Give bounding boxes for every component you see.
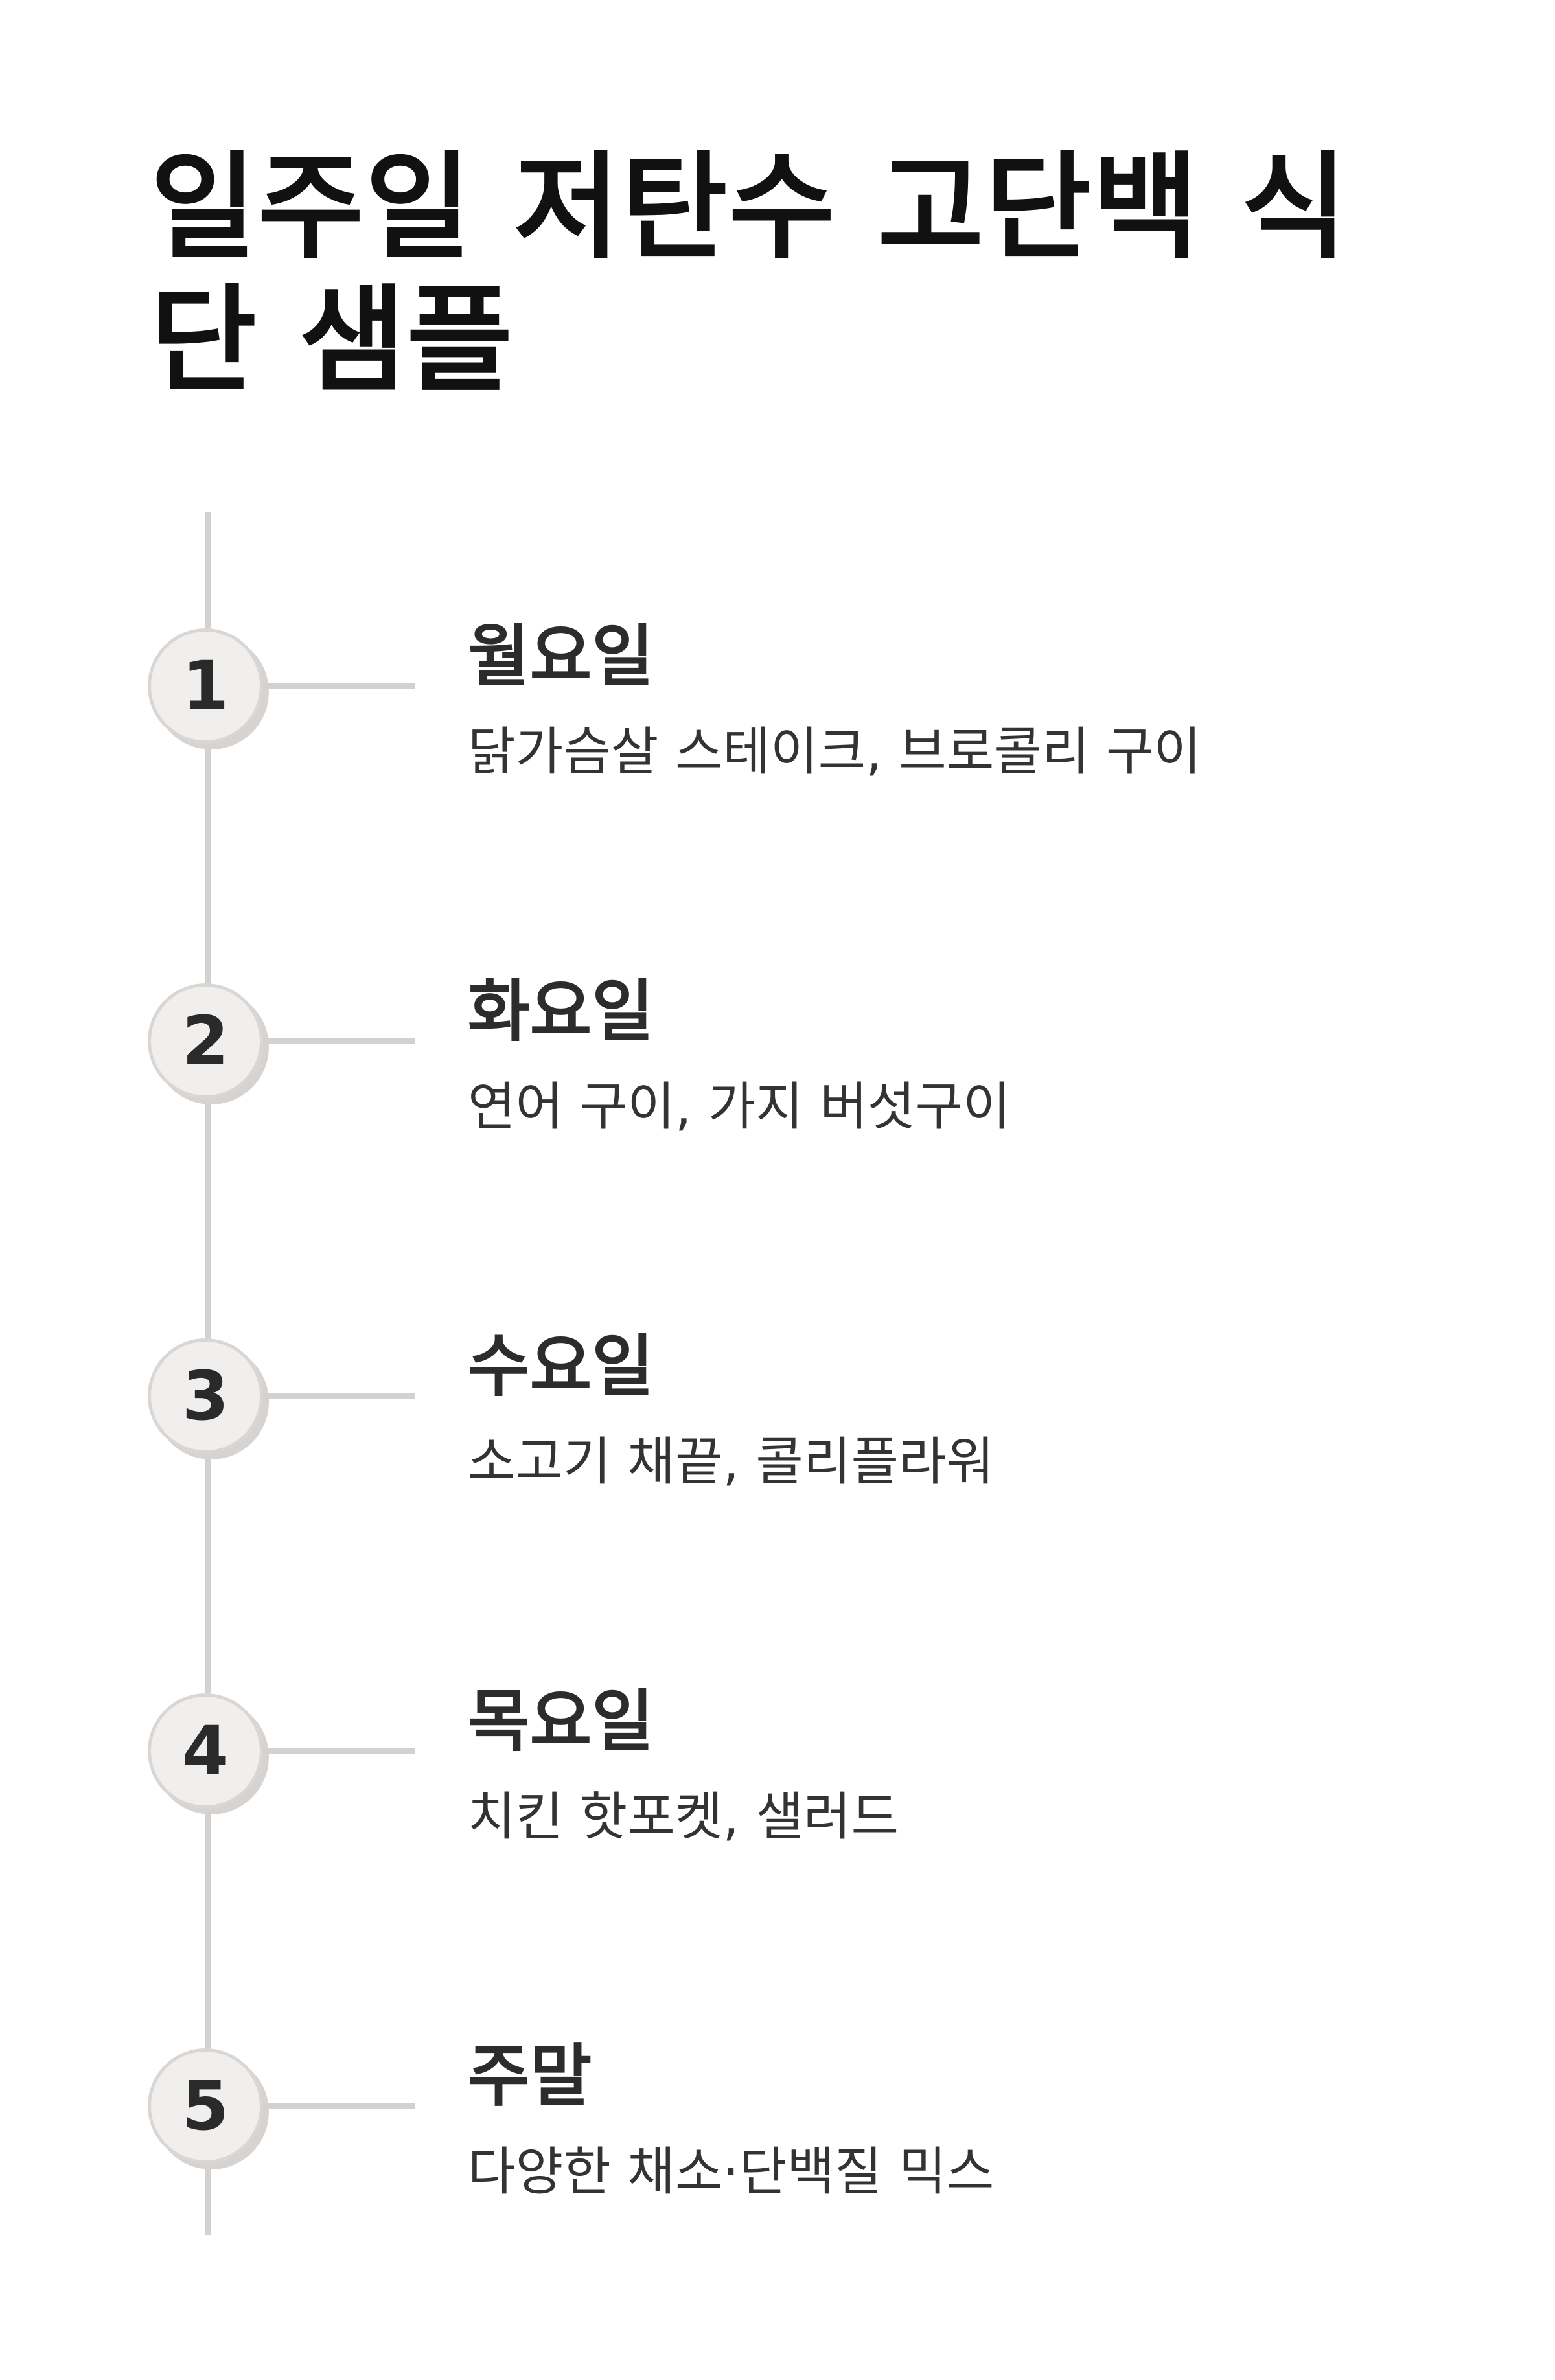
timeline-step-weekend: 5 주말 다양한 채소·단백질 믹스 (0, 1989, 1555, 2248)
step-connector (263, 1748, 415, 1754)
step-meal-text: 연어 구이, 가지 버섯구이 (468, 1077, 1011, 1137)
step-heading: 목요일 (468, 1682, 654, 1761)
step-number: 1 (181, 646, 229, 726)
step-connector (263, 1038, 415, 1044)
page-title: 일주일 저탄수 고단백 식단 샘플 (150, 141, 1349, 407)
step-heading: 화요일 (468, 972, 654, 1051)
timeline-step-tuesday: 2 화요일 연어 구이, 가지 버섯구이 (0, 924, 1555, 1183)
timeline-step-wednesday: 3 수요일 소고기 채끝, 콜리플라워 (0, 1279, 1555, 1538)
step-marker: 1 (148, 628, 263, 744)
step-number: 3 (181, 1356, 229, 1436)
step-meal-text: 소고기 채끝, 콜리플라워 (468, 1432, 995, 1492)
step-connector (263, 2103, 415, 2109)
step-meal-text: 다양한 채소·단백질 믹스 (468, 2142, 995, 2202)
step-marker: 5 (148, 2048, 263, 2164)
step-marker: 4 (148, 1693, 263, 1809)
step-connector (263, 683, 415, 689)
timeline-step-monday: 1 월요일 닭가슴살 스테이크, 브로콜리 구이 (0, 569, 1555, 828)
step-meal-text: 닭가슴살 스테이크, 브로콜리 구이 (468, 722, 1202, 782)
step-heading: 월요일 (468, 617, 654, 696)
step-marker: 3 (148, 1338, 263, 1454)
step-number: 5 (181, 2066, 229, 2145)
step-connector (263, 1393, 415, 1399)
step-number: 4 (181, 1711, 229, 1791)
step-number: 2 (181, 1001, 229, 1081)
timeline-step-thursday: 4 목요일 치킨 핫포켓, 샐러드 (0, 1634, 1555, 1893)
step-heading: 수요일 (468, 1327, 654, 1406)
step-heading: 주말 (468, 2037, 592, 2116)
step-meal-text: 치킨 핫포켓, 샐러드 (468, 1787, 899, 1847)
step-marker: 2 (148, 983, 263, 1099)
